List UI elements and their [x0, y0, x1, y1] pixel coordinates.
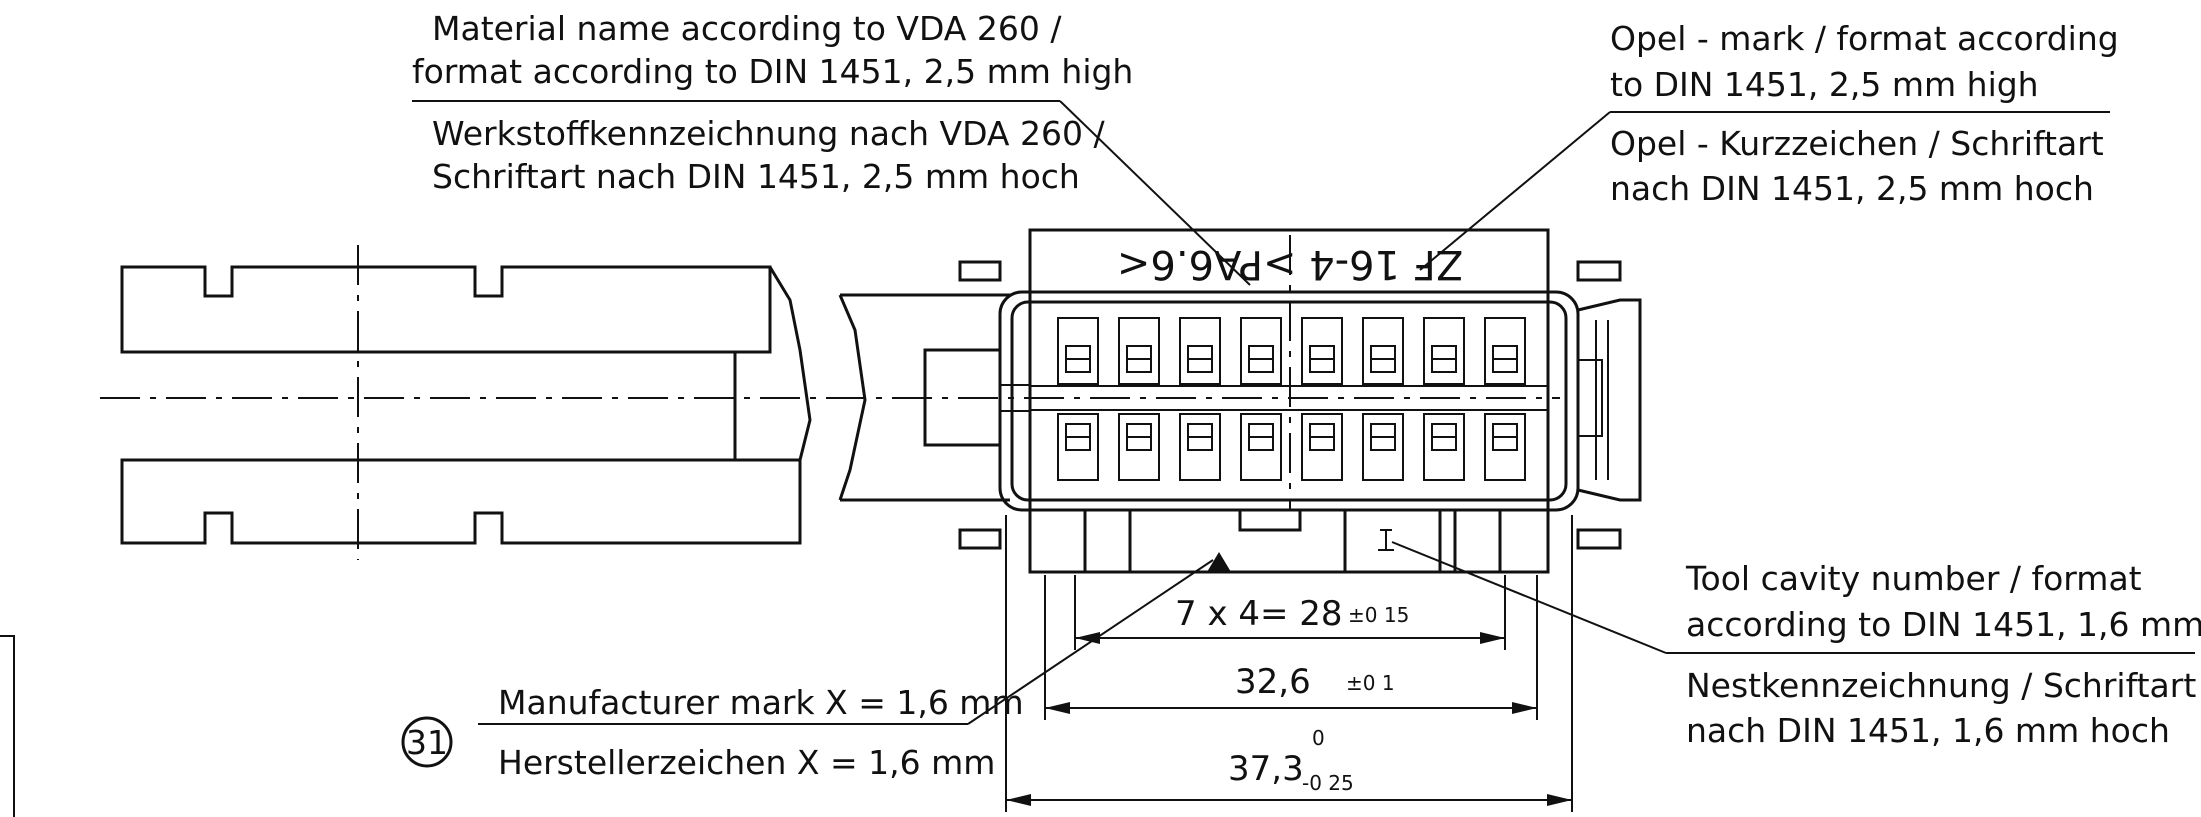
- frame-fragment: [0, 635, 15, 817]
- dimension-lines: [1005, 515, 1573, 812]
- outer-width-upper-tolerance: 0: [1312, 726, 1325, 750]
- opel-note-en-line2: to DIN 1451, 2,5 mm high: [1610, 65, 2039, 104]
- cavity: [1423, 413, 1465, 481]
- cavity: [1179, 413, 1221, 481]
- inner-width-dimension: 32,6: [1235, 662, 1311, 702]
- cavity: [1179, 317, 1221, 385]
- cavity: [1362, 317, 1404, 385]
- tool-cavity-mark: [1378, 529, 1394, 551]
- cavity: [1057, 413, 1099, 481]
- cavity: [1057, 317, 1099, 385]
- cavity: [1301, 317, 1343, 385]
- opel-note-de-line1: Opel - Kurzzeichen / Schriftart: [1610, 124, 2104, 163]
- cavity-array: [1057, 317, 1526, 481]
- pitch-dimension: 7 x 4= 28: [1175, 594, 1343, 634]
- material-note-de-line1: Werkstoffkennzeichnung nach VDA 260 /: [432, 114, 1105, 153]
- cavity: [1240, 413, 1282, 481]
- material-note-en-line2: format according to DIN 1451, 2,5 mm hig…: [412, 52, 1133, 91]
- cavity-note-en-line1: Tool cavity number / format: [1685, 559, 2142, 598]
- cavity: [1118, 317, 1160, 385]
- cavity: [1423, 317, 1465, 385]
- cavity: [1484, 317, 1526, 385]
- cavity-note-de-line2: nach DIN 1451, 1,6 mm hoch: [1686, 711, 2170, 750]
- material-note-en-line1: Material name according to VDA 260 /: [432, 9, 1062, 48]
- manufacturer-note-de: Herstellerzeichen X = 1,6 mm: [498, 743, 995, 782]
- outer-width-lower-tolerance: -0 25: [1302, 771, 1354, 795]
- pitch-tolerance: ±0 15: [1348, 603, 1409, 627]
- item-number: 31: [406, 723, 448, 762]
- material-note-de-line2: Schriftart nach DIN 1451, 2,5 mm hoch: [432, 157, 1080, 196]
- outer-width-dimension: 37,3: [1228, 749, 1304, 789]
- cavity-note-de-line1: Nestkennzeichnung / Schriftart: [1686, 666, 2196, 705]
- cavity: [1301, 413, 1343, 481]
- cavity: [1118, 413, 1160, 481]
- leader-lines: [412, 100, 2195, 725]
- manufacturer-mark-icon: [1207, 552, 1231, 572]
- item-balloon: [401, 716, 453, 768]
- opel-note-en-line1: Opel - mark / format according: [1610, 19, 2119, 58]
- manufacturer-note-en: Manufacturer mark X = 1,6 mm: [498, 683, 1024, 722]
- cavity: [1362, 413, 1404, 481]
- mating-part-outline: [120, 245, 1010, 560]
- cavity: [1240, 317, 1282, 385]
- opel-note-de-line2: nach DIN 1451, 2,5 mm hoch: [1610, 169, 2094, 208]
- cavity: [1484, 413, 1526, 481]
- inner-width-tolerance: ±0 1: [1346, 671, 1395, 695]
- cavity-note-en-line2: according to DIN 1451, 1,6 mm high: [1686, 605, 2201, 644]
